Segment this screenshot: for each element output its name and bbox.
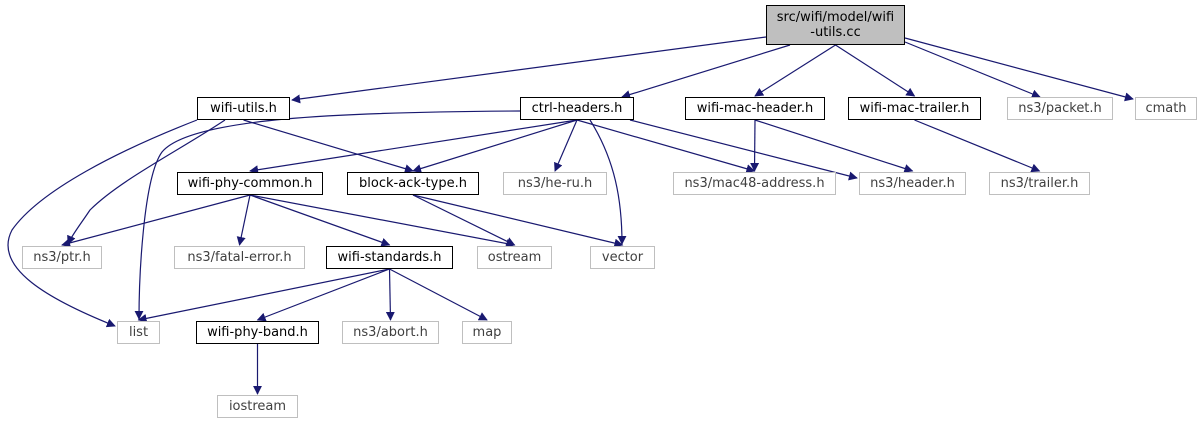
edge-wifi-phy-common-to-ostream	[249, 194, 516, 248]
node-label: wifi-standards.h	[337, 250, 442, 265]
node-ptr: ns3/ptr.h	[22, 246, 102, 269]
edge-ctrl-headers-to-wifi-phy-common	[249, 119, 578, 175]
node-abort: ns3/abort.h	[342, 321, 439, 344]
node-wifi-mac-trailer[interactable]: wifi-mac-trailer.h	[848, 97, 981, 120]
node-label: ostream	[487, 250, 542, 265]
node-label: map	[472, 325, 502, 340]
node-wifi-phy-band[interactable]: wifi-phy-band.h	[196, 321, 319, 344]
edge-ctrl-headers-to-header	[629, 119, 858, 181]
edge-ctrl-headers-to-vector	[589, 119, 627, 245]
node-label: ns3/packet.h	[1018, 101, 1102, 116]
node-label: ns3/he-ru.h	[517, 176, 593, 191]
node-wifi-utils[interactable]: wifi-utils.h	[197, 97, 290, 120]
edge-wifi-standards-to-map	[389, 268, 488, 321]
edge-root-to-wifi-utils	[291, 36, 767, 104]
edge-wifi-phy-common-to-fatal-error	[236, 194, 251, 246]
edge-ctrl-headers-to-block-ack-type	[412, 119, 578, 173]
node-label: ns3/trailer.h	[1000, 176, 1079, 191]
node-label: ns3/mac48-address.h	[684, 176, 825, 191]
node-ctrl-headers[interactable]: ctrl-headers.h	[520, 97, 634, 120]
node-label: wifi-mac-header.h	[696, 101, 814, 116]
node-root: src/wifi/model/wifi -utils.cc	[766, 5, 905, 45]
node-label: src/wifi/model/wifi -utils.cc	[776, 10, 895, 40]
node-ostream: ostream	[477, 246, 552, 269]
node-label: iostream	[228, 399, 287, 414]
node-fatal-error: ns3/fatal-error.h	[174, 246, 305, 269]
edge-wifi-mac-trailer-to-trailer	[914, 119, 1041, 173]
node-label: ns3/abort.h	[353, 325, 428, 340]
node-label: wifi-phy-band.h	[207, 325, 308, 340]
node-label: vector	[601, 250, 644, 265]
node-label: ns3/header.h	[870, 176, 955, 191]
node-block-ack-type[interactable]: block-ack-type.h	[347, 172, 479, 195]
edge-root-to-wifi-mac-header	[754, 44, 836, 97]
node-he-ru: ns3/he-ru.h	[503, 172, 607, 195]
node-label: ns3/ptr.h	[33, 250, 91, 265]
edge-root-to-ctrl-headers	[621, 44, 791, 99]
edge-root-to-packet	[904, 41, 1041, 99]
node-mac48: ns3/mac48-address.h	[673, 172, 836, 195]
node-label: block-ack-type.h	[359, 176, 467, 191]
edge-wifi-standards-to-abort	[385, 268, 395, 321]
node-list: list	[117, 321, 160, 344]
edge-block-ack-type-to-vector	[412, 194, 624, 248]
edge-root-to-cmath	[904, 37, 1134, 102]
edge-ctrl-headers-to-mac48	[576, 119, 756, 174]
node-label: wifi-phy-common.h	[187, 176, 313, 191]
edge-wifi-utils-to-list	[7, 119, 198, 328]
edge-wifi-mac-header-to-mac48	[750, 119, 760, 172]
node-cmath: cmath	[1135, 97, 1197, 120]
node-packet: ns3/packet.h	[1007, 97, 1113, 120]
edge-ctrl-headers-to-he-ru	[554, 119, 578, 172]
node-label: wifi-utils.h	[210, 101, 277, 116]
edge-ctrl-headers-to-list	[134, 110, 521, 320]
node-trailer: ns3/trailer.h	[989, 172, 1090, 195]
edge-root-to-wifi-mac-trailer	[835, 44, 916, 97]
node-iostream: iostream	[217, 395, 298, 418]
node-wifi-phy-common[interactable]: wifi-phy-common.h	[177, 172, 323, 195]
node-label: list	[128, 325, 149, 340]
edge-wifi-utils-to-ptr	[67, 119, 226, 245]
edge-wifi-standards-to-wifi-phy-band	[256, 268, 390, 322]
node-map: map	[462, 321, 512, 344]
edge-block-ack-type-to-ostream	[412, 194, 516, 246]
edge-wifi-mac-header-to-header	[754, 119, 914, 173]
node-wifi-standards[interactable]: wifi-standards.h	[326, 246, 453, 269]
node-label: ns3/fatal-error.h	[187, 250, 292, 265]
node-header: ns3/header.h	[859, 172, 966, 195]
node-wifi-mac-header[interactable]: wifi-mac-header.h	[685, 97, 825, 120]
edge-wifi-utils-to-block-ack-type	[243, 119, 414, 173]
node-label: ctrl-headers.h	[531, 101, 623, 116]
node-label: cmath	[1145, 101, 1187, 116]
edge-wifi-phy-common-to-wifi-standards	[249, 194, 391, 247]
edge-wifi-phy-common-to-ptr	[61, 194, 251, 248]
edge-wifi-standards-to-list	[137, 268, 390, 323]
node-label: wifi-mac-trailer.h	[859, 101, 970, 116]
node-vector: vector	[590, 246, 655, 269]
